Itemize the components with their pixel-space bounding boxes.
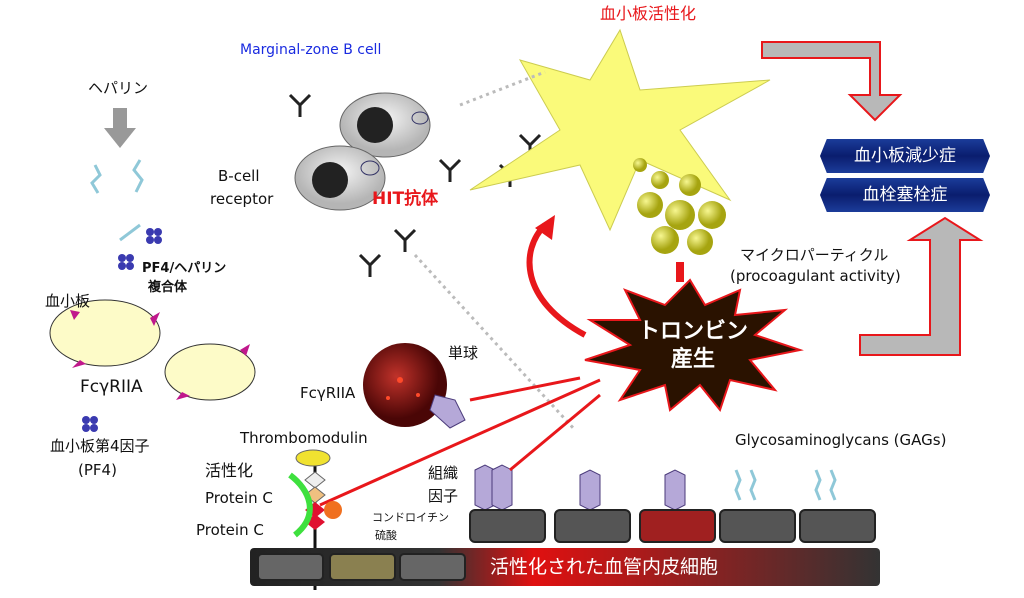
- thrombin-to-outcome-arrow: [859, 216, 984, 356]
- activation-arrow: [288, 472, 313, 538]
- thrombin-line1: トロンビン: [637, 319, 748, 344]
- gags-label: Glycosaminoglycans (GAGs): [735, 431, 947, 449]
- microparticle-icon: [633, 158, 726, 255]
- pf4-label-line1: 血小板第4因子: [50, 437, 150, 455]
- chondroitin-line2: 硫酸: [375, 529, 397, 542]
- complex-label-line1: PF4/ヘパリン: [142, 261, 227, 276]
- endothelial-cell-icon: [257, 509, 876, 581]
- hit-antibody-label: HIT抗体: [372, 189, 439, 209]
- monocyte-label: 単球: [448, 344, 479, 362]
- tissue-factor-line1: 組織: [428, 464, 459, 482]
- gag-chain-icon: [734, 469, 837, 501]
- dotted-arrow: [413, 253, 577, 432]
- activation-to-outcome-arrow: [761, 41, 903, 122]
- dotted-arrow: [459, 70, 546, 107]
- activated-protein-c-label: Protein C: [205, 489, 273, 507]
- thrombin-burst-icon: [584, 278, 804, 413]
- b-cell-receptor-line2: receptor: [210, 190, 274, 208]
- tissue-factor-line2: 因子: [428, 487, 459, 505]
- microparticle-label-line2: (procoagulant activity): [730, 267, 901, 285]
- resting-platelet-icon: [49, 299, 256, 401]
- activated-platelet-icon: [469, 28, 771, 232]
- down-arrow-icon: [104, 108, 136, 148]
- microparticle-label-line1: マイクロパーティクル: [740, 246, 889, 264]
- complex-label-line2: 複合体: [148, 280, 188, 295]
- outcome-thromboembolism: 血栓塞栓症: [820, 178, 990, 212]
- heparin-chain-icon: [90, 159, 144, 242]
- platelet-label: 血小板: [45, 292, 91, 310]
- monocyte-icon: [363, 343, 447, 427]
- tissue-factor-icon: [429, 394, 686, 511]
- thrombomodulin-label: Thrombomodulin: [240, 429, 368, 447]
- b-cell-receptor-line1: B-cell: [218, 167, 260, 185]
- heparin-label: ヘパリン: [88, 79, 149, 97]
- thrombin-line2: 産生: [670, 346, 715, 372]
- b-cell-title: Marginal-zone B cell: [240, 42, 382, 58]
- b-cell-icon: [294, 92, 431, 211]
- outcome-thrombocytopenia: 血小板減少症: [820, 139, 990, 173]
- pf4-label-line2: (PF4): [78, 461, 117, 479]
- thrombin-generation-label: トロンビン 産生: [618, 318, 768, 373]
- platelet-receptor-label: FcγRIIA: [80, 377, 143, 397]
- platelet-activation-label: 血小板活性化: [600, 4, 697, 23]
- chondroitin-line1: コンドロイチン: [372, 511, 449, 524]
- protein-c-label: Protein C: [196, 521, 264, 539]
- feedback-arrow: [526, 222, 587, 338]
- pf4-tetramer-icon: [82, 228, 162, 432]
- monocyte-receptor-label: FcγRIIA: [300, 384, 356, 402]
- activated-label: 活性化: [205, 461, 254, 480]
- endothelium-label: 活性化された血管内皮細胞: [490, 556, 719, 578]
